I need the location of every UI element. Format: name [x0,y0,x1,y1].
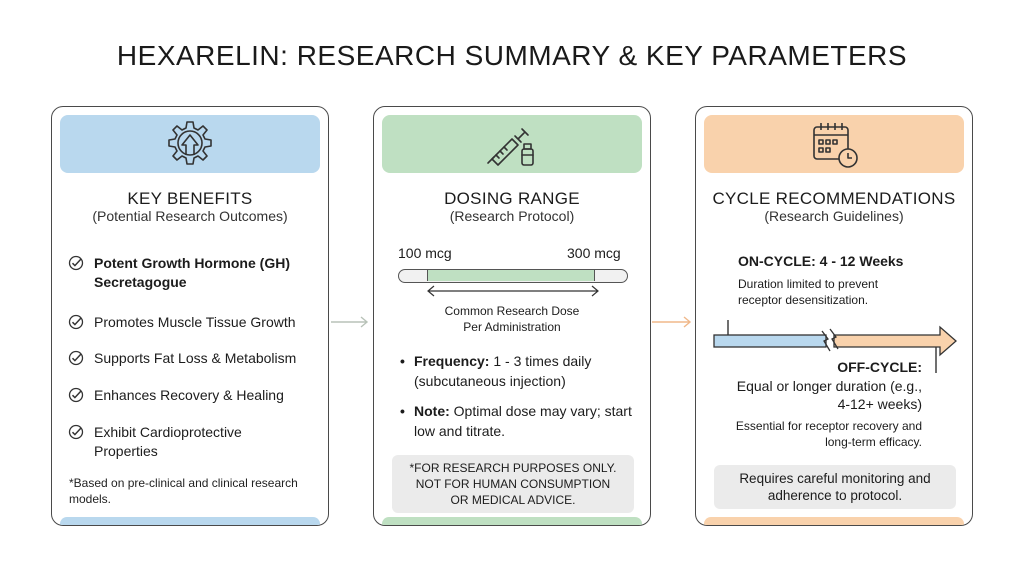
calendar-clock-icon [813,123,858,168]
cycle-heading: CYCLE RECOMMENDATIONS [712,189,956,208]
connector-arrow-icon [652,316,692,328]
disclaimer-box: *FOR RESEARCH PURPOSES ONLY. NOT FOR HUM… [392,455,634,513]
off-cycle-text: Equal or longer duration (e.g., 4-12+ we… [736,378,922,412]
page-title: HEXARELIN: RESEARCH SUMMARY & KEY PARAME… [116,40,908,71]
note-bullet: • Note: Optimal dose may vary; start low… [400,401,640,441]
cycle-timeline [713,320,957,373]
on-cycle-label: ON-CYCLE: 4 - 12 Weeks [738,253,904,269]
card-footer-strip [60,517,320,525]
disclaimer-text: *FOR RESEARCH PURPOSES ONLY. NOT FOR HUM… [409,461,617,507]
monitoring-box: Requires careful monitoring and adherenc… [714,465,956,509]
off-cycle-note: Essential for receptor recovery and long… [735,419,922,449]
dose-caption: Common Research Dose Per Administration [444,304,580,334]
card-footer-strip [704,517,964,525]
benefit-label: Promotes Muscle Tissue Growth [94,314,296,330]
syringe-vial-icon [487,128,534,166]
benefit-label: Enhances Recovery & Healing [94,387,284,403]
dose-range-bar [398,269,628,283]
range-max-label: 300 mcg [567,245,621,261]
double-arrow-icon [427,285,599,297]
bullet-dot: • [400,403,405,419]
on-cycle-text: Duration limited to prevent receptor des… [738,277,879,307]
check-circle-icon [68,255,84,271]
cycle-recommendations-card: CYCLE RECOMMENDATIONS (Research Guidelin… [695,106,973,526]
benefit-item: Exhibit Cardioprotective Properties [68,423,268,461]
check-circle-icon [68,314,84,330]
check-circle-icon [68,424,84,440]
dose-range-fill [427,270,595,281]
benefit-item: Promotes Muscle Tissue Growth [68,313,318,332]
frequency-label: Frequency: [414,353,490,369]
benefit-item: Potent Growth Hormone (GH) Secretagogue [68,254,318,292]
key-benefits-subheading: (Potential Research Outcomes) [92,208,288,224]
card-footer-strip [382,517,642,525]
check-circle-icon [68,350,84,366]
benefit-label: Potent Growth Hormone (GH) Secretagogue [94,255,290,290]
dosing-subheading: (Research Protocol) [449,208,575,224]
key-benefits-card: KEY BENEFITS (Potential Research Outcome… [51,106,329,526]
frequency-bullet: • Frequency: 1 - 3 times daily (subcutan… [400,351,640,391]
benefit-label: Supports Fat Loss & Metabolism [94,350,297,366]
connector-arrow-icon [331,316,369,328]
check-circle-icon [68,387,84,403]
dosing-heading: DOSING RANGE [444,189,580,208]
bullet-dot: • [400,353,405,369]
gear-arrow-up-icon [168,121,212,165]
note-text: Optimal dose may vary; start low and tit… [414,403,632,439]
dosing-range-card: DOSING RANGE (Research Protocol) 100 mcg… [373,106,651,526]
cycle-banner [704,115,964,173]
benefit-item: Enhances Recovery & Healing [68,386,318,405]
benefit-label: Exhibit Cardioprotective Properties [94,424,242,459]
monitoring-text: Requires careful monitoring and adherenc… [739,471,931,503]
dosing-banner [382,115,642,173]
note-label: Note: [414,403,450,419]
key-benefits-heading: KEY BENEFITS [127,189,253,208]
off-cycle-label: OFF-CYCLE: [837,359,922,375]
benefits-footnote: *Based on pre-clinical and clinical rese… [69,476,298,506]
benefit-item: Supports Fat Loss & Metabolism [68,349,318,368]
frequency-text: 1 - 3 times daily (subcutaneous injectio… [414,353,592,389]
range-min-label: 100 mcg [398,245,452,261]
cycle-subheading: (Research Guidelines) [764,208,904,224]
key-benefits-banner [60,115,320,173]
